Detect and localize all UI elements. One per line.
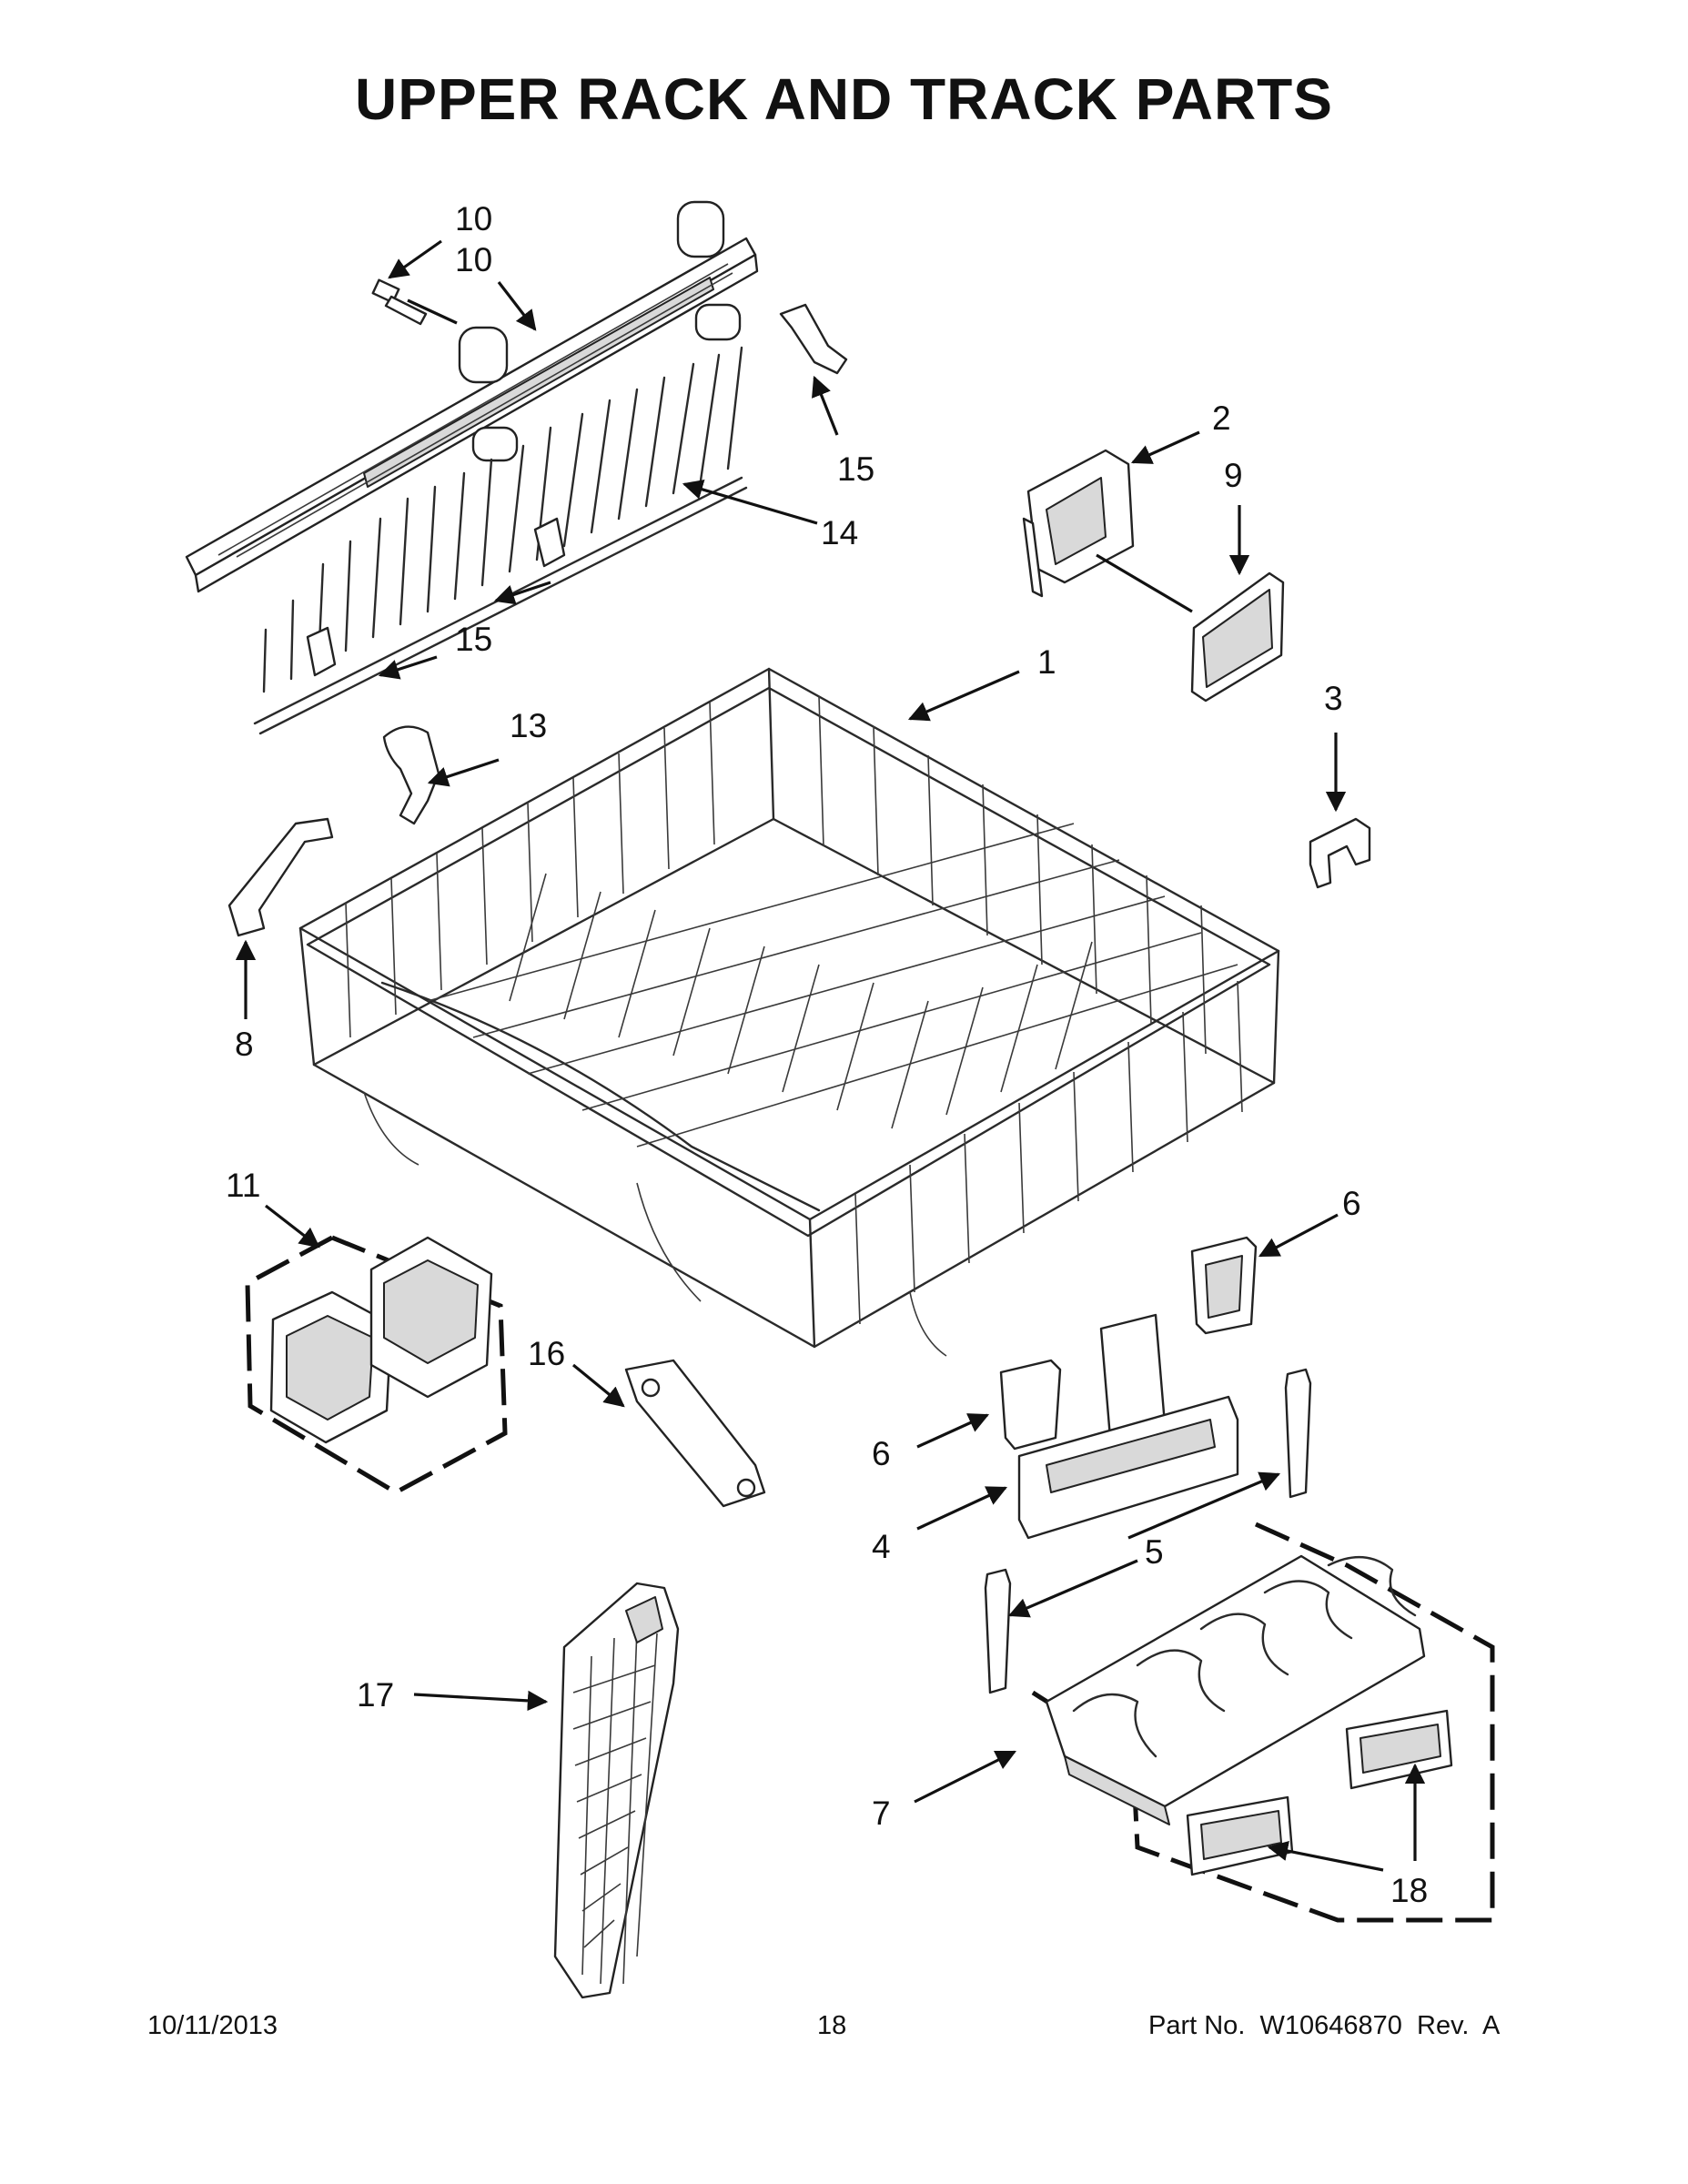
callout-16: 16 <box>528 1335 565 1372</box>
footer-date: 10/11/2013 <box>147 2011 278 2040</box>
callout-6-left: 6 <box>872 1435 891 1472</box>
adjuster-cover-part <box>1190 571 1285 703</box>
rack-bracket-part <box>624 1359 766 1508</box>
rack-support-part <box>984 1368 1312 1694</box>
callout-9: 9 <box>1224 457 1243 494</box>
callout-6-right: 6 <box>1342 1185 1361 1222</box>
callout-12: 10 <box>455 200 492 238</box>
callout-18: 18 <box>1390 1872 1428 1909</box>
shelf-hinge-part <box>1186 1709 1453 1876</box>
page-title: UPPER RACK AND TRACK PARTS <box>355 66 1333 132</box>
callout-3: 3 <box>1324 680 1343 717</box>
callout-10: 10 <box>455 241 492 278</box>
cup-shelf-part <box>1031 1522 1495 1923</box>
track-rail-part <box>185 200 759 593</box>
footer-page-number: 18 <box>817 2011 847 2040</box>
small-clip-part <box>1309 817 1371 889</box>
callout-11: 11 <box>226 1167 260 1204</box>
callout-17: 17 <box>357 1676 394 1714</box>
leader-lines <box>235 239 1426 1872</box>
adjuster-lever-part <box>227 817 334 937</box>
callout-13: 13 <box>510 707 547 744</box>
tine-row-part <box>253 346 748 735</box>
callout-7: 7 <box>872 1795 891 1832</box>
rack-divider-assembly-part <box>999 1313 1239 1540</box>
callout-2: 2 <box>1212 399 1231 437</box>
callout-4: 4 <box>872 1528 891 1565</box>
callout-14: 14 <box>821 514 858 551</box>
callout-labels: 10 10 15 14 15 13 1 2 9 3 8 11 16 6 6 4 … <box>226 200 1428 1909</box>
callout-15-upper: 15 <box>837 450 874 488</box>
callout-1: 1 <box>1037 643 1056 681</box>
rack-clip-part-upper <box>1190 1236 1258 1335</box>
utensil-insert-part <box>245 1235 508 1495</box>
callout-5: 5 <box>1145 1533 1164 1571</box>
callout-15-lower: 15 <box>455 621 492 658</box>
screw-part <box>371 278 428 326</box>
callout-8: 8 <box>235 1026 254 1063</box>
rack-adjuster-housing-part <box>1022 449 1135 598</box>
adjuster-arm-part <box>382 725 440 825</box>
upper-rack-part <box>298 667 1280 1357</box>
tine-clip-part <box>779 303 848 375</box>
footer-part-number: Part No. W10646870 Rev. A <box>1148 2011 1501 2040</box>
silverware-basket-part <box>553 1582 680 1999</box>
